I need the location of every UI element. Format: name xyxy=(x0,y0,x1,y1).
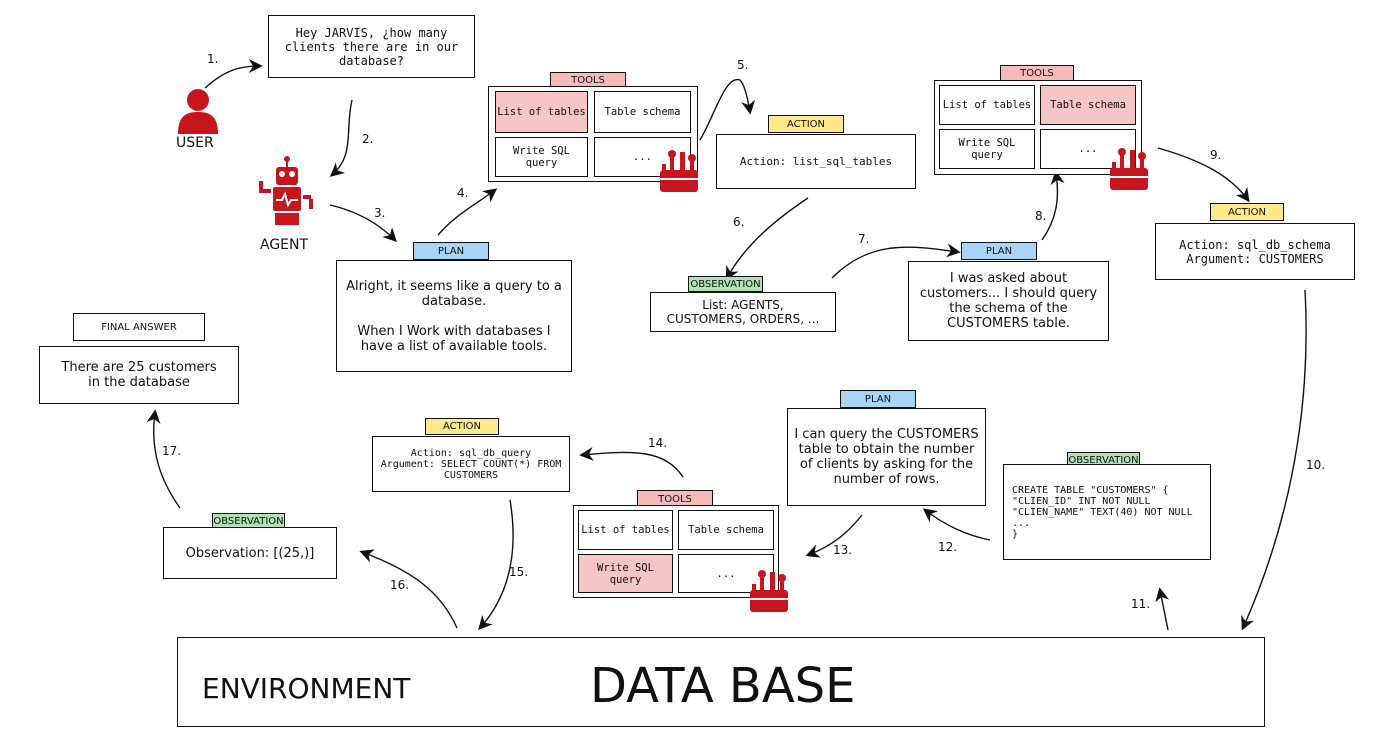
arrow-6 xyxy=(725,197,809,281)
plan-tag-2: PLAN xyxy=(961,242,1037,260)
arrow-2 xyxy=(329,99,353,177)
plan-text-2: I was asked about customers... I should … xyxy=(919,271,1098,331)
step-8: 8. xyxy=(1035,209,1047,223)
database-label: DATA BASE xyxy=(590,658,856,714)
plan-text-1: Alright, it seems like a query to a data… xyxy=(346,278,562,354)
action-box-1: Action: list_sql_tables xyxy=(716,134,916,189)
arrow-1 xyxy=(204,59,263,89)
step-13: 13. xyxy=(833,543,853,557)
step-9: 9. xyxy=(1210,148,1222,162)
tools-panel-2: List of tables Table schema Write SQL qu… xyxy=(934,80,1142,175)
plan-box-2: I was asked about customers... I should … xyxy=(908,261,1109,341)
arrow-14 xyxy=(579,446,684,478)
step-4: 4. xyxy=(457,186,469,200)
step-1: 1. xyxy=(207,52,219,66)
user-label: USER xyxy=(176,135,214,151)
observation-tag-1: OBSERVATION xyxy=(688,276,763,292)
observation-text-2: CREATE TABLE "CUSTOMERS" { "CLIEN_ID" IN… xyxy=(1012,484,1193,540)
agent-label: AGENT xyxy=(260,237,309,253)
tool-table-schema: Table schema xyxy=(678,510,774,550)
tool-table-schema: Table schema xyxy=(594,91,691,133)
plan-box-3: I can query the CUSTOMERS table to obtai… xyxy=(787,408,986,506)
arrow-8 xyxy=(1041,170,1065,241)
user-question-text: Hey JARVIS, ¿how many clients there are … xyxy=(284,25,459,68)
step-6: 6. xyxy=(733,215,745,229)
plan-tag-3: PLAN xyxy=(840,390,916,408)
step-16: 16. xyxy=(390,578,410,592)
arrow-3 xyxy=(329,204,397,242)
step-14: 14. xyxy=(648,436,668,450)
tool-list-of-tables: List of tables xyxy=(578,510,673,550)
tool-list-of-tables: List of tables xyxy=(495,91,588,133)
action-tag-3: ACTION xyxy=(425,418,499,435)
tool-table-schema: Table schema xyxy=(1040,85,1136,125)
action-text-1: Action: list_sql_tables xyxy=(739,155,893,168)
step-11: 11. xyxy=(1131,597,1151,611)
step-17: 17. xyxy=(162,444,182,458)
step-10: 10. xyxy=(1306,458,1326,472)
action-text-2: Action: sql_db_schema Argument: CUSTOMER… xyxy=(1179,237,1331,266)
action-tag-1: ACTION xyxy=(768,115,844,133)
plan-box-1: Alright, it seems like a query to a data… xyxy=(336,260,572,372)
final-answer-box: There are 25 customers in the database xyxy=(39,346,239,404)
step-5: 5. xyxy=(737,58,749,72)
arrow-9 xyxy=(1157,147,1250,203)
observation-text-1: List: AGENTS, CUSTOMERS, ORDERS, ... xyxy=(666,298,820,326)
final-answer-tag: FINAL ANSWER xyxy=(73,313,205,341)
plan-tag-1: PLAN xyxy=(413,242,489,260)
observation-box-3: Observation: [(25,)] xyxy=(163,527,337,579)
arrow-13 xyxy=(805,514,863,558)
tool-write-sql-query: Write SQL query xyxy=(939,129,1035,169)
final-answer-text: There are 25 customers in the database xyxy=(61,360,217,390)
step-3: 3. xyxy=(374,206,386,220)
tool-more: ... xyxy=(678,554,774,593)
tool-list-of-tables: List of tables xyxy=(939,85,1035,125)
toolbox-icon xyxy=(658,148,700,194)
toolbox-icon xyxy=(748,568,790,614)
environment-database-box: ENVIRONMENT DATA BASE xyxy=(177,637,1265,727)
arrow-16 xyxy=(359,549,458,629)
arrow-10 xyxy=(1241,289,1307,631)
arrow-5 xyxy=(699,79,756,141)
step-12: 12. xyxy=(938,540,958,554)
tool-write-sql-query: Write SQL query xyxy=(578,554,673,593)
toolbox-icon xyxy=(1108,146,1150,192)
action-box-3: Action: sql_db_query Argument: SELECT CO… xyxy=(372,436,570,492)
action-text-3: Action: sql_db_query Argument: SELECT CO… xyxy=(380,447,562,481)
user-icon xyxy=(176,88,220,134)
step-15: 15. xyxy=(509,565,529,579)
tools-panel-3: List of tables Table schema Write SQL qu… xyxy=(573,505,779,598)
environment-label: ENVIRONMENT xyxy=(202,672,411,705)
arrow-12 xyxy=(922,508,991,541)
tool-write-sql-query: Write SQL query xyxy=(495,137,588,177)
arrow-15 xyxy=(478,499,514,631)
robot-agent-icon xyxy=(255,155,315,235)
arrow-7 xyxy=(831,243,961,279)
user-question-box: Hey JARVIS, ¿how many clients there are … xyxy=(268,15,475,78)
observation-box-1: List: AGENTS, CUSTOMERS, ORDERS, ... xyxy=(650,292,836,332)
action-tag-2: ACTION xyxy=(1210,203,1284,221)
arrow-4 xyxy=(437,188,498,236)
step-7: 7. xyxy=(858,232,870,246)
observation-box-2: CREATE TABLE "CUSTOMERS" { "CLIEN_ID" IN… xyxy=(1003,464,1211,560)
action-box-2: Action: sql_db_schema Argument: CUSTOMER… xyxy=(1155,223,1355,280)
step-2: 2. xyxy=(362,132,374,146)
observation-text-3: Observation: [(25,)] xyxy=(185,545,315,561)
arrow-17 xyxy=(146,409,181,509)
arrow-11 xyxy=(1155,587,1170,631)
plan-text-3: I can query the CUSTOMERS table to obtai… xyxy=(794,427,979,487)
